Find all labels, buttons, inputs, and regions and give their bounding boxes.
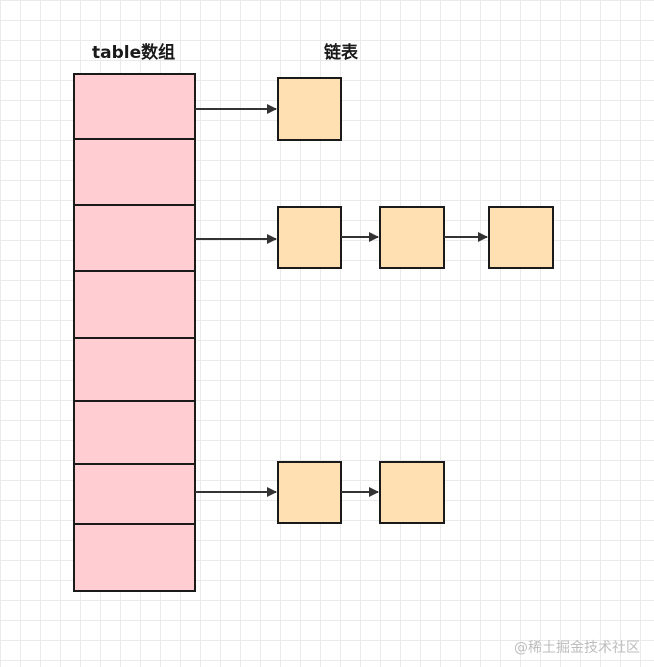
table-slot: [73, 138, 196, 206]
list-node: [277, 206, 342, 269]
table-array: [73, 73, 196, 592]
list-node: [277, 461, 342, 524]
list-node: [379, 206, 445, 269]
table-slot: [73, 523, 196, 592]
table-slot: [73, 204, 196, 272]
list-node: [379, 461, 445, 524]
table-array-label: table数组: [92, 43, 176, 63]
table-slot: [73, 463, 196, 525]
linked-list-label: 链表: [324, 43, 358, 63]
table-slot: [73, 400, 196, 465]
list-node: [488, 206, 554, 269]
table-slot: [73, 73, 196, 140]
table-slot: [73, 337, 196, 402]
table-slot: [73, 270, 196, 339]
list-node: [277, 77, 342, 141]
watermark-text: @稀土掘金技术社区: [514, 640, 640, 656]
